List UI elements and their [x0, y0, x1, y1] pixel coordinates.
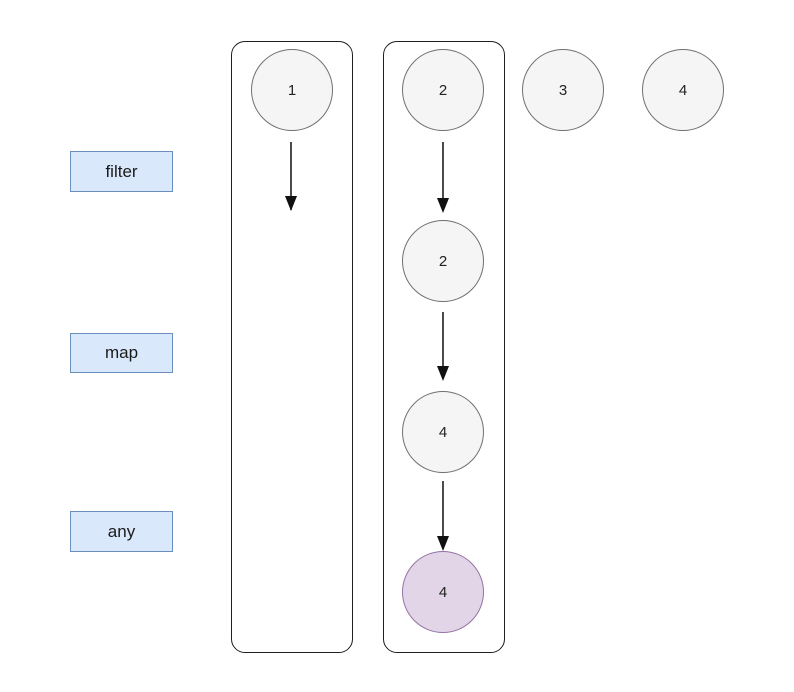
arrowhead-map — [437, 366, 449, 381]
arrowhead-filter-pass — [437, 198, 449, 213]
source-node-3: 3 — [522, 49, 604, 131]
lane-element-1 — [231, 41, 353, 653]
source-node-4: 4 — [642, 49, 724, 131]
operator-any: any — [70, 511, 173, 552]
lane-element-2 — [383, 41, 505, 653]
source-node-2: 2 — [402, 49, 484, 131]
filtered-node: 2 — [402, 220, 484, 302]
operator-map: map — [70, 333, 173, 373]
result-node: 4 — [402, 551, 484, 633]
arrowhead-any — [437, 536, 449, 551]
arrowhead-filter-drop — [285, 196, 297, 211]
operator-filter: filter — [70, 151, 173, 192]
mapped-node: 4 — [402, 391, 484, 473]
source-node-1: 1 — [251, 49, 333, 131]
